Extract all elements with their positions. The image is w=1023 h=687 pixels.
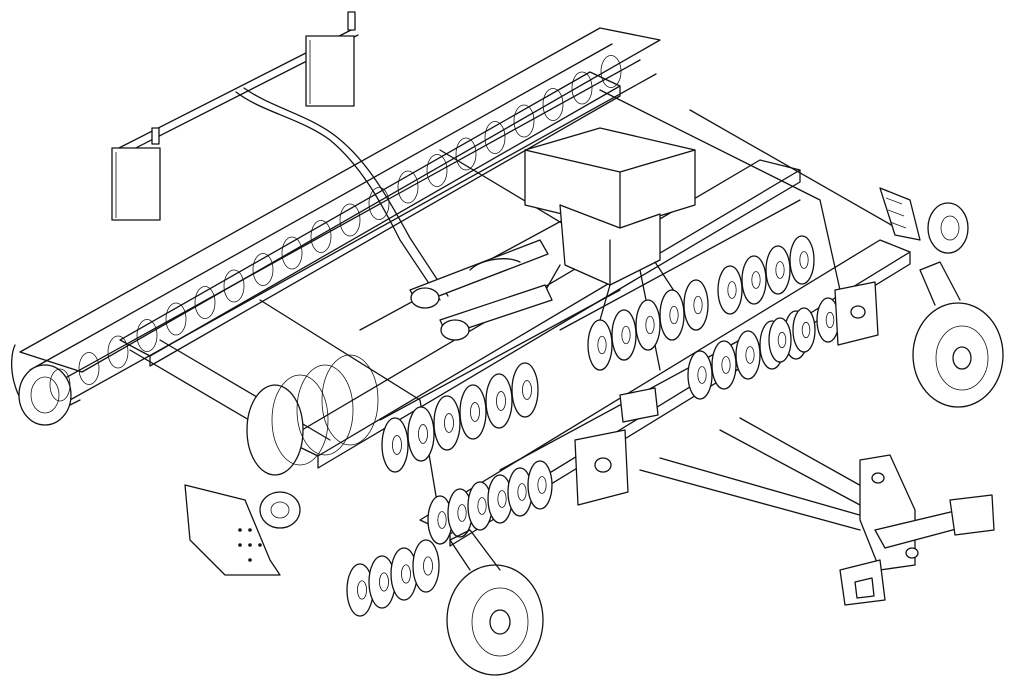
- disc-hub: [497, 490, 507, 508]
- packer-roller: [246, 354, 379, 476]
- basket-ring: [339, 203, 361, 237]
- disc-blade: [741, 255, 767, 305]
- disc-blade: [587, 319, 613, 371]
- disc-blade: [711, 340, 737, 390]
- disc-hub: [777, 331, 787, 349]
- disc-blade: [717, 265, 743, 315]
- disc-blade: [768, 317, 792, 363]
- basket-ring: [397, 170, 419, 204]
- disc-hub: [470, 402, 480, 422]
- basket-ring: [165, 302, 187, 336]
- seed-hopper: [524, 127, 696, 321]
- basket-ring: [252, 253, 274, 286]
- disc-blade: [485, 373, 513, 429]
- disc-hub: [669, 305, 679, 325]
- basket-ring: [78, 352, 100, 385]
- wheel-front-left: [446, 529, 544, 676]
- hydraulic-cylinders: [409, 239, 553, 341]
- disc-blade: [687, 350, 713, 400]
- disc-hub: [444, 413, 454, 433]
- disc-blade: [789, 235, 815, 285]
- disc-blade: [635, 299, 661, 351]
- disc-hub: [357, 580, 367, 600]
- wheel-right: [912, 261, 1004, 408]
- disc-hub: [477, 497, 487, 515]
- basket-ring: [194, 286, 216, 319]
- basket-ring: [455, 137, 477, 171]
- disc-hub: [775, 261, 785, 279]
- disc-hub: [727, 281, 737, 299]
- basket-ring: [571, 71, 593, 105]
- disc-blade: [527, 460, 553, 510]
- disc-hub: [496, 391, 506, 411]
- basket-ring: [513, 104, 535, 138]
- disc-hub: [423, 556, 433, 576]
- disc-blade: [412, 539, 440, 593]
- disc-blade: [765, 245, 791, 295]
- drawbar-hitch: [639, 417, 995, 606]
- disc-hub: [401, 564, 411, 584]
- disc-blade: [459, 384, 487, 440]
- disc-hub: [721, 356, 731, 374]
- disc-blade: [511, 362, 539, 418]
- disc-hub: [645, 315, 655, 335]
- basket-ring: [49, 368, 71, 402]
- disc-blade: [792, 307, 816, 353]
- basket-ring: [368, 187, 390, 220]
- disc-hub: [799, 251, 809, 269]
- basket-ring: [281, 236, 303, 270]
- disc-hub: [751, 271, 761, 289]
- disc-hub: [457, 504, 467, 522]
- disc-hub: [801, 321, 811, 339]
- basket-ring: [223, 269, 245, 303]
- left-end-plate: [184, 484, 301, 576]
- disc-hub: [522, 380, 532, 400]
- disc-hub: [697, 366, 707, 384]
- basket-ring: [426, 154, 448, 187]
- disc-blade: [735, 330, 761, 380]
- disc-blade: [433, 395, 461, 451]
- wheel-rear-right: [927, 202, 969, 254]
- disc-hub: [621, 325, 631, 345]
- disc-blade: [407, 406, 435, 462]
- disc-hub: [379, 572, 389, 592]
- basket-ring: [107, 335, 129, 369]
- basket-ring: [136, 319, 158, 352]
- disc-blade: [659, 289, 685, 341]
- basket-ring: [542, 88, 564, 121]
- bearing-plates: [574, 281, 879, 506]
- basket-ring: [310, 220, 332, 253]
- disc-hub: [437, 511, 447, 529]
- marker-arm: [111, 11, 449, 301]
- disc-blade: [381, 417, 409, 473]
- disc-hub: [745, 346, 755, 364]
- disc-hub: [418, 424, 428, 444]
- basket-ring: [484, 121, 506, 154]
- disc-blade: [683, 279, 709, 331]
- disc-hub: [537, 476, 547, 494]
- disc-blade: [611, 309, 637, 361]
- disc-hub: [693, 295, 703, 315]
- disc-hub: [825, 311, 835, 329]
- disc-hub: [392, 435, 402, 455]
- disc-hub: [597, 335, 607, 355]
- right-end-plate: [879, 187, 921, 241]
- disc-hub: [517, 483, 527, 501]
- basket-ring: [600, 55, 622, 88]
